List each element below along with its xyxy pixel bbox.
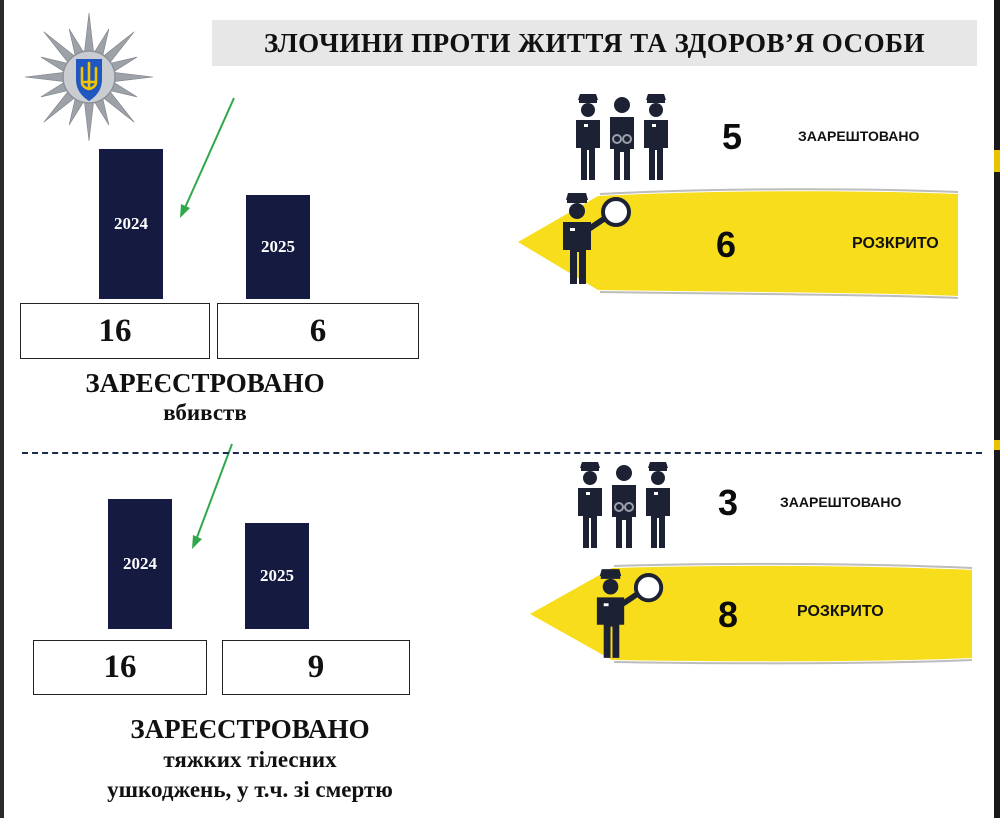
registered-label: ЗАРЕЄСТРОВАНО: [130, 714, 370, 744]
ribbon-edge-line: [599, 291, 959, 299]
title-bar: ЗЛОЧИНИ ПРОТИ ЖИТТЯ ТА ЗДОРОВ’Я ОСОБИ: [212, 20, 977, 66]
trend-arrow: [183, 97, 235, 211]
bar-2025: 2025: [245, 523, 309, 629]
bar-year-label: 2024: [114, 214, 148, 233]
registered-label: ЗАРЕЄСТРОВАНО: [85, 368, 325, 398]
solved-label: РОЗКРИТО: [797, 603, 884, 620]
trend-arrow-head: [192, 535, 202, 549]
ribbon-edge-line: [599, 188, 959, 195]
police-magnifier-icon: [563, 193, 631, 284]
trend-arrow-head: [180, 204, 190, 218]
arrested-count: 3: [718, 482, 739, 523]
police-star-emblem-icon: [24, 12, 154, 142]
frame-right-edge: [994, 0, 1000, 818]
police-arrest-group-icon: [578, 462, 670, 548]
bar-2025: 2025: [246, 195, 310, 299]
registered-sub-label: ушкоджень, у т.ч. зі смертю: [107, 777, 393, 802]
value-box-2025: 6: [217, 303, 419, 359]
solved-label: РОЗКРИТО: [852, 235, 939, 252]
value-text: 6: [309, 312, 327, 349]
value-text: 16: [98, 312, 132, 349]
arrested-count: 5: [722, 116, 743, 157]
value-box-2024: 16: [33, 640, 207, 695]
solved-count: 8: [718, 594, 739, 635]
arrested-label: ЗААРЕШТОВАНО: [780, 494, 902, 510]
registered-sub-label: тяжких тілесних: [163, 747, 337, 772]
police-arrest-group-icon: [576, 94, 668, 180]
bar-year-label: 2024: [123, 554, 157, 573]
frame-right-accent: [994, 150, 1000, 172]
page-title: ЗЛОЧИНИ ПРОТИ ЖИТТЯ ТА ЗДОРОВ’Я ОСОБИ: [264, 27, 925, 58]
value-box-2024: 16: [20, 303, 210, 359]
bar-2024: 2024: [99, 149, 163, 299]
trend-arrow: [195, 443, 233, 541]
police-magnifier-icon: [596, 569, 664, 658]
frame-left-edge: [0, 0, 4, 818]
frame-right-accent: [994, 440, 1000, 450]
bar-year-label: 2025: [261, 237, 295, 256]
bar-year-label: 2025: [260, 566, 294, 585]
value-text: 9: [307, 649, 325, 685]
solved-count: 6: [716, 224, 737, 265]
section-divider: [22, 452, 982, 454]
arrested-label: ЗААРЕШТОВАНО: [798, 128, 920, 144]
value-box-2025: 9: [222, 640, 410, 695]
registered-sub-label: вбивств: [163, 400, 247, 425]
value-text: 16: [103, 649, 137, 685]
bar-2024: 2024: [108, 499, 172, 629]
